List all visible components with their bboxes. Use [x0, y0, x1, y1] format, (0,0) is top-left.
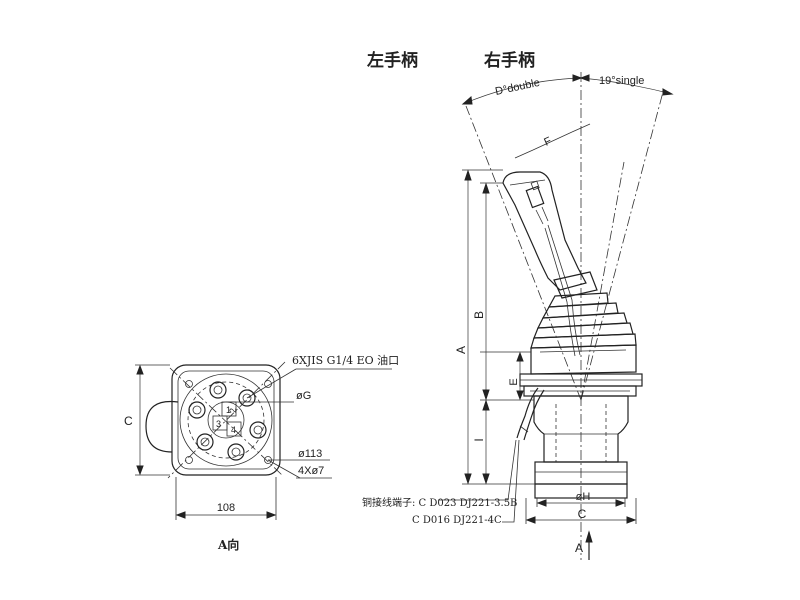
dim-I-label: I — [472, 438, 486, 441]
angle-single-label: 19°single — [599, 75, 644, 87]
dim-G-label: øG — [296, 390, 311, 402]
view-name-label: A向 — [217, 537, 239, 552]
angle-double-label: D°double — [494, 77, 541, 98]
oil-port — [188, 401, 206, 419]
view-arrow-label: A — [575, 541, 583, 555]
left-handle-title: 左手柄 — [367, 50, 418, 71]
right-handle-title: 右手柄 — [484, 50, 535, 71]
dim-108-label: 108 — [217, 502, 235, 514]
oil-port-label: 6XJIS G1/4 EO 油口 — [292, 353, 399, 367]
dim-C-top-label: C — [124, 414, 133, 428]
terminal-label-1: 铜接线端子: C D023 DJ221-3.5B — [362, 496, 517, 509]
dim-F-label: F — [542, 135, 553, 149]
terminal-label-2: C D016 DJ221-4C — [412, 515, 502, 526]
dim-113-label: ø113 — [298, 448, 322, 460]
top-view: 1 2 3 4 6XJIS G1/4 EO 油口 øG ø113 4Xø7 C … — [124, 353, 399, 552]
oil-port — [227, 443, 245, 461]
dim-C-side-label: C — [578, 507, 587, 521]
dim-E-label: E — [508, 378, 520, 385]
oil-port — [249, 421, 267, 439]
oil-port — [196, 433, 214, 451]
dim-B-label: B — [472, 311, 486, 319]
port-number: 2 — [228, 408, 238, 413]
holes-label: 4Xø7 — [298, 465, 324, 477]
port-number: 4 — [231, 425, 236, 435]
dim-H-label: øH — [576, 491, 591, 503]
port-number: 1 — [226, 405, 231, 415]
port-number: 3 — [216, 419, 221, 429]
dim-A-label: A — [454, 346, 468, 354]
oil-port — [209, 381, 227, 399]
side-view: D°double 19°single F — [362, 72, 674, 560]
